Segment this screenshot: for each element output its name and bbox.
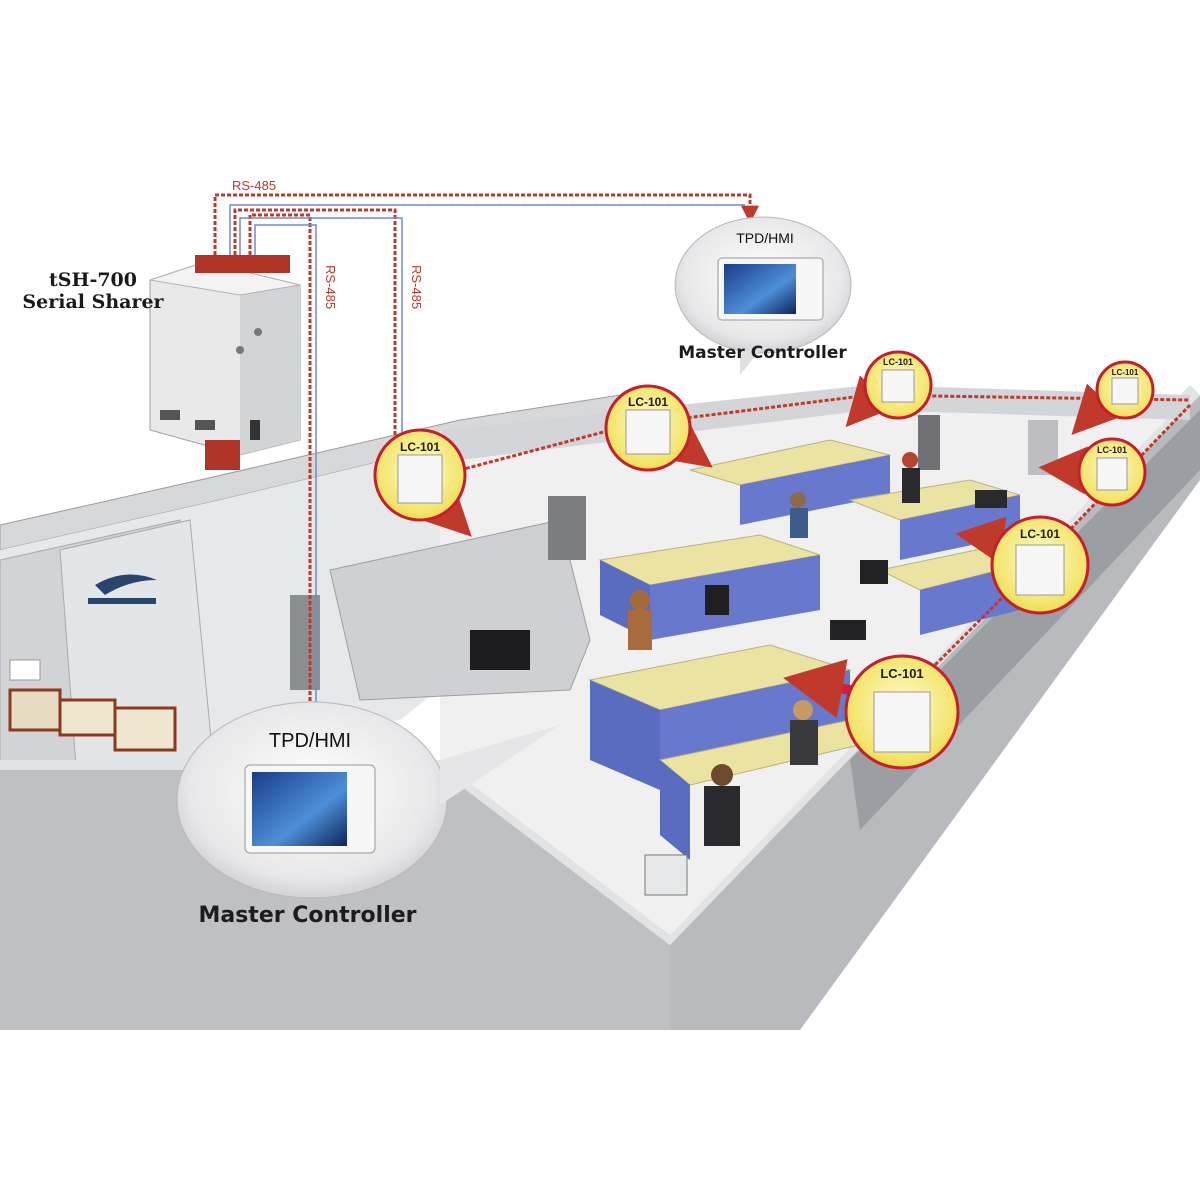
lc-label-6: LC-101 xyxy=(1019,527,1060,541)
lc-label-2: LC-101 xyxy=(627,395,668,409)
bus-to-bottom-hmi xyxy=(248,213,319,724)
bus-label-right: RS-485 xyxy=(409,265,424,310)
hmi-top-bubble xyxy=(674,216,852,375)
hmi-bottom-bubble xyxy=(176,701,560,899)
hmi-top-screen xyxy=(724,264,796,314)
hmi-top-caption: Master Controller xyxy=(678,343,847,363)
lc-label-3: LC-101 xyxy=(882,357,913,367)
serial-sharer-label: tSH-700 Serial Sharer xyxy=(8,269,178,314)
lc-callout-3 xyxy=(863,350,933,420)
serial-sharer-name: Serial Sharer xyxy=(22,290,164,313)
hmi-bottom-screen xyxy=(252,772,347,846)
bus-label-top: RS-485 xyxy=(232,178,277,193)
lc-callout-7 xyxy=(844,654,960,770)
door-3 xyxy=(918,415,940,470)
door-2 xyxy=(290,595,320,690)
lc-label-4: LC-101 xyxy=(1111,368,1139,377)
bus-to-lc-chain xyxy=(233,208,397,440)
meeting-room-monitor xyxy=(470,630,530,670)
bus-to-top-hmi xyxy=(213,193,759,255)
serial-sharer-device xyxy=(149,255,301,470)
lc-label-5: LC-101 xyxy=(1096,445,1127,455)
lc-callouts xyxy=(373,350,1155,770)
lc-label-1: LC-101 xyxy=(399,440,440,454)
door-1 xyxy=(548,496,586,560)
lc-label-7: LC-101 xyxy=(880,666,924,681)
lc-callout-2 xyxy=(604,384,692,472)
bus-label-middle: RS-485 xyxy=(323,265,338,310)
lc-callout-5 xyxy=(1077,437,1147,507)
lc-callout-6 xyxy=(990,515,1090,615)
hmi-top-title: TPD/HMI xyxy=(736,230,794,246)
hmi-bottom-title: TPD/HMI xyxy=(268,730,352,752)
company-logo xyxy=(88,574,157,604)
terminal-block xyxy=(195,255,290,273)
lounge-furniture xyxy=(8,659,177,752)
serial-sharer-model: tSH-700 xyxy=(49,269,137,291)
power-connector xyxy=(205,440,240,470)
front-wall xyxy=(0,770,670,1030)
hmi-bottom-caption: Master Controller xyxy=(198,903,417,928)
back-wall xyxy=(440,385,1190,460)
lc-callout-1 xyxy=(373,428,467,522)
lc-callout-4 xyxy=(1095,360,1155,420)
